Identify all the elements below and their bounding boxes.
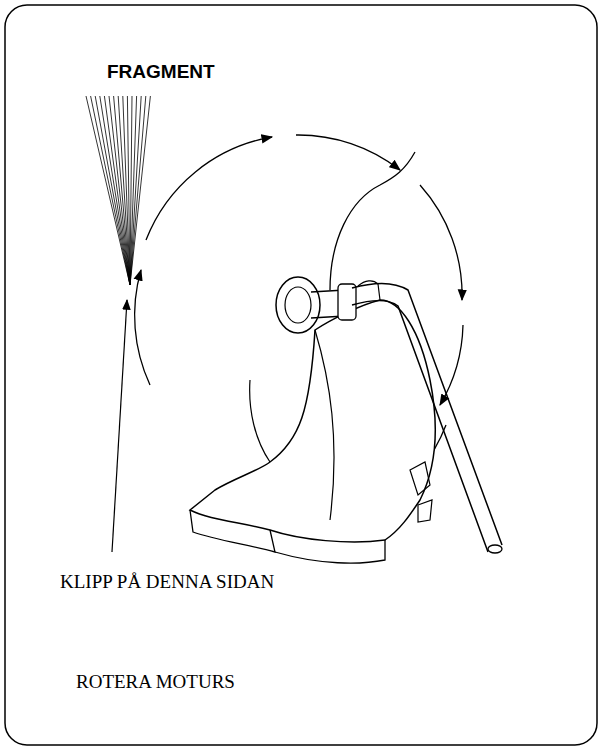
frame — [5, 5, 597, 745]
rotation-label: ROTERA MOTURS — [76, 671, 235, 693]
guard — [190, 300, 435, 542]
fragment-label: FRAGMENT — [107, 61, 215, 83]
shaft — [352, 283, 502, 552]
fragment-spray — [86, 96, 150, 285]
cut-side-label: KLIPP PÅ DENNA SIDAN — [60, 571, 274, 593]
spool — [276, 277, 320, 333]
leader-line — [112, 300, 127, 552]
cutting-line — [330, 152, 415, 290]
